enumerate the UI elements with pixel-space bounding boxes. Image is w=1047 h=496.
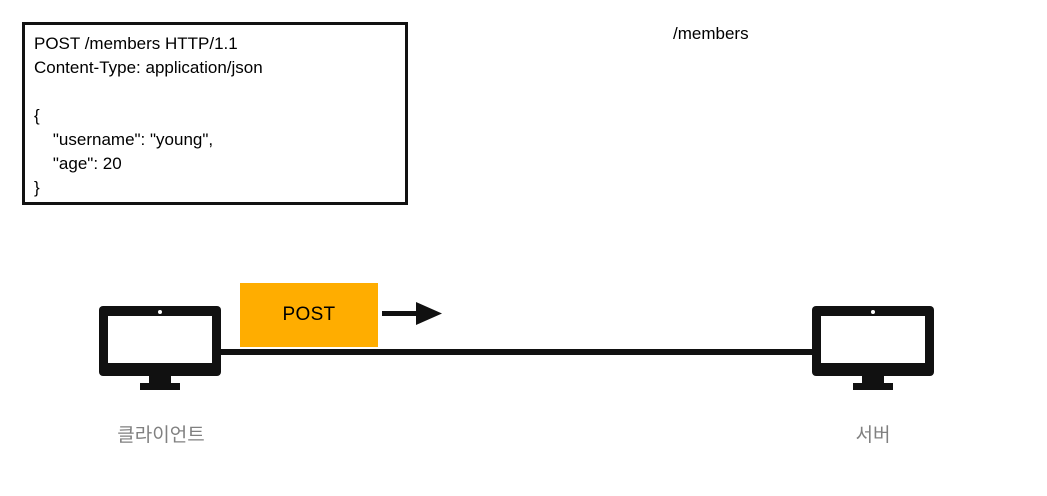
post-method-badge: POST (240, 283, 378, 347)
post-method-badge-label: POST (282, 304, 336, 325)
monitor-stand-base (140, 383, 180, 390)
monitor-screen (821, 316, 925, 363)
monitor-frame (99, 306, 221, 376)
client-monitor-icon (99, 306, 221, 390)
server-label: 서버 (855, 425, 891, 446)
monitor-stand-base (853, 383, 893, 390)
flow-arrow-right-icon (382, 302, 442, 325)
monitor-frame (812, 306, 934, 376)
monitor-camera-icon (871, 310, 875, 314)
monitor-screen (108, 316, 212, 363)
client-label: 클라이언트 (117, 425, 205, 446)
monitor-camera-icon (158, 310, 162, 314)
client-server-connection-line (218, 349, 814, 355)
monitor-stand-neck (862, 375, 884, 385)
http-request-box: POST /members HTTP/1.1 Content-Type: app… (22, 22, 408, 205)
http-request-text: POST /members HTTP/1.1 Content-Type: app… (34, 34, 263, 197)
monitor-stand-neck (149, 375, 171, 385)
endpoint-path-label: /members (673, 24, 749, 43)
server-monitor-icon (812, 306, 934, 390)
